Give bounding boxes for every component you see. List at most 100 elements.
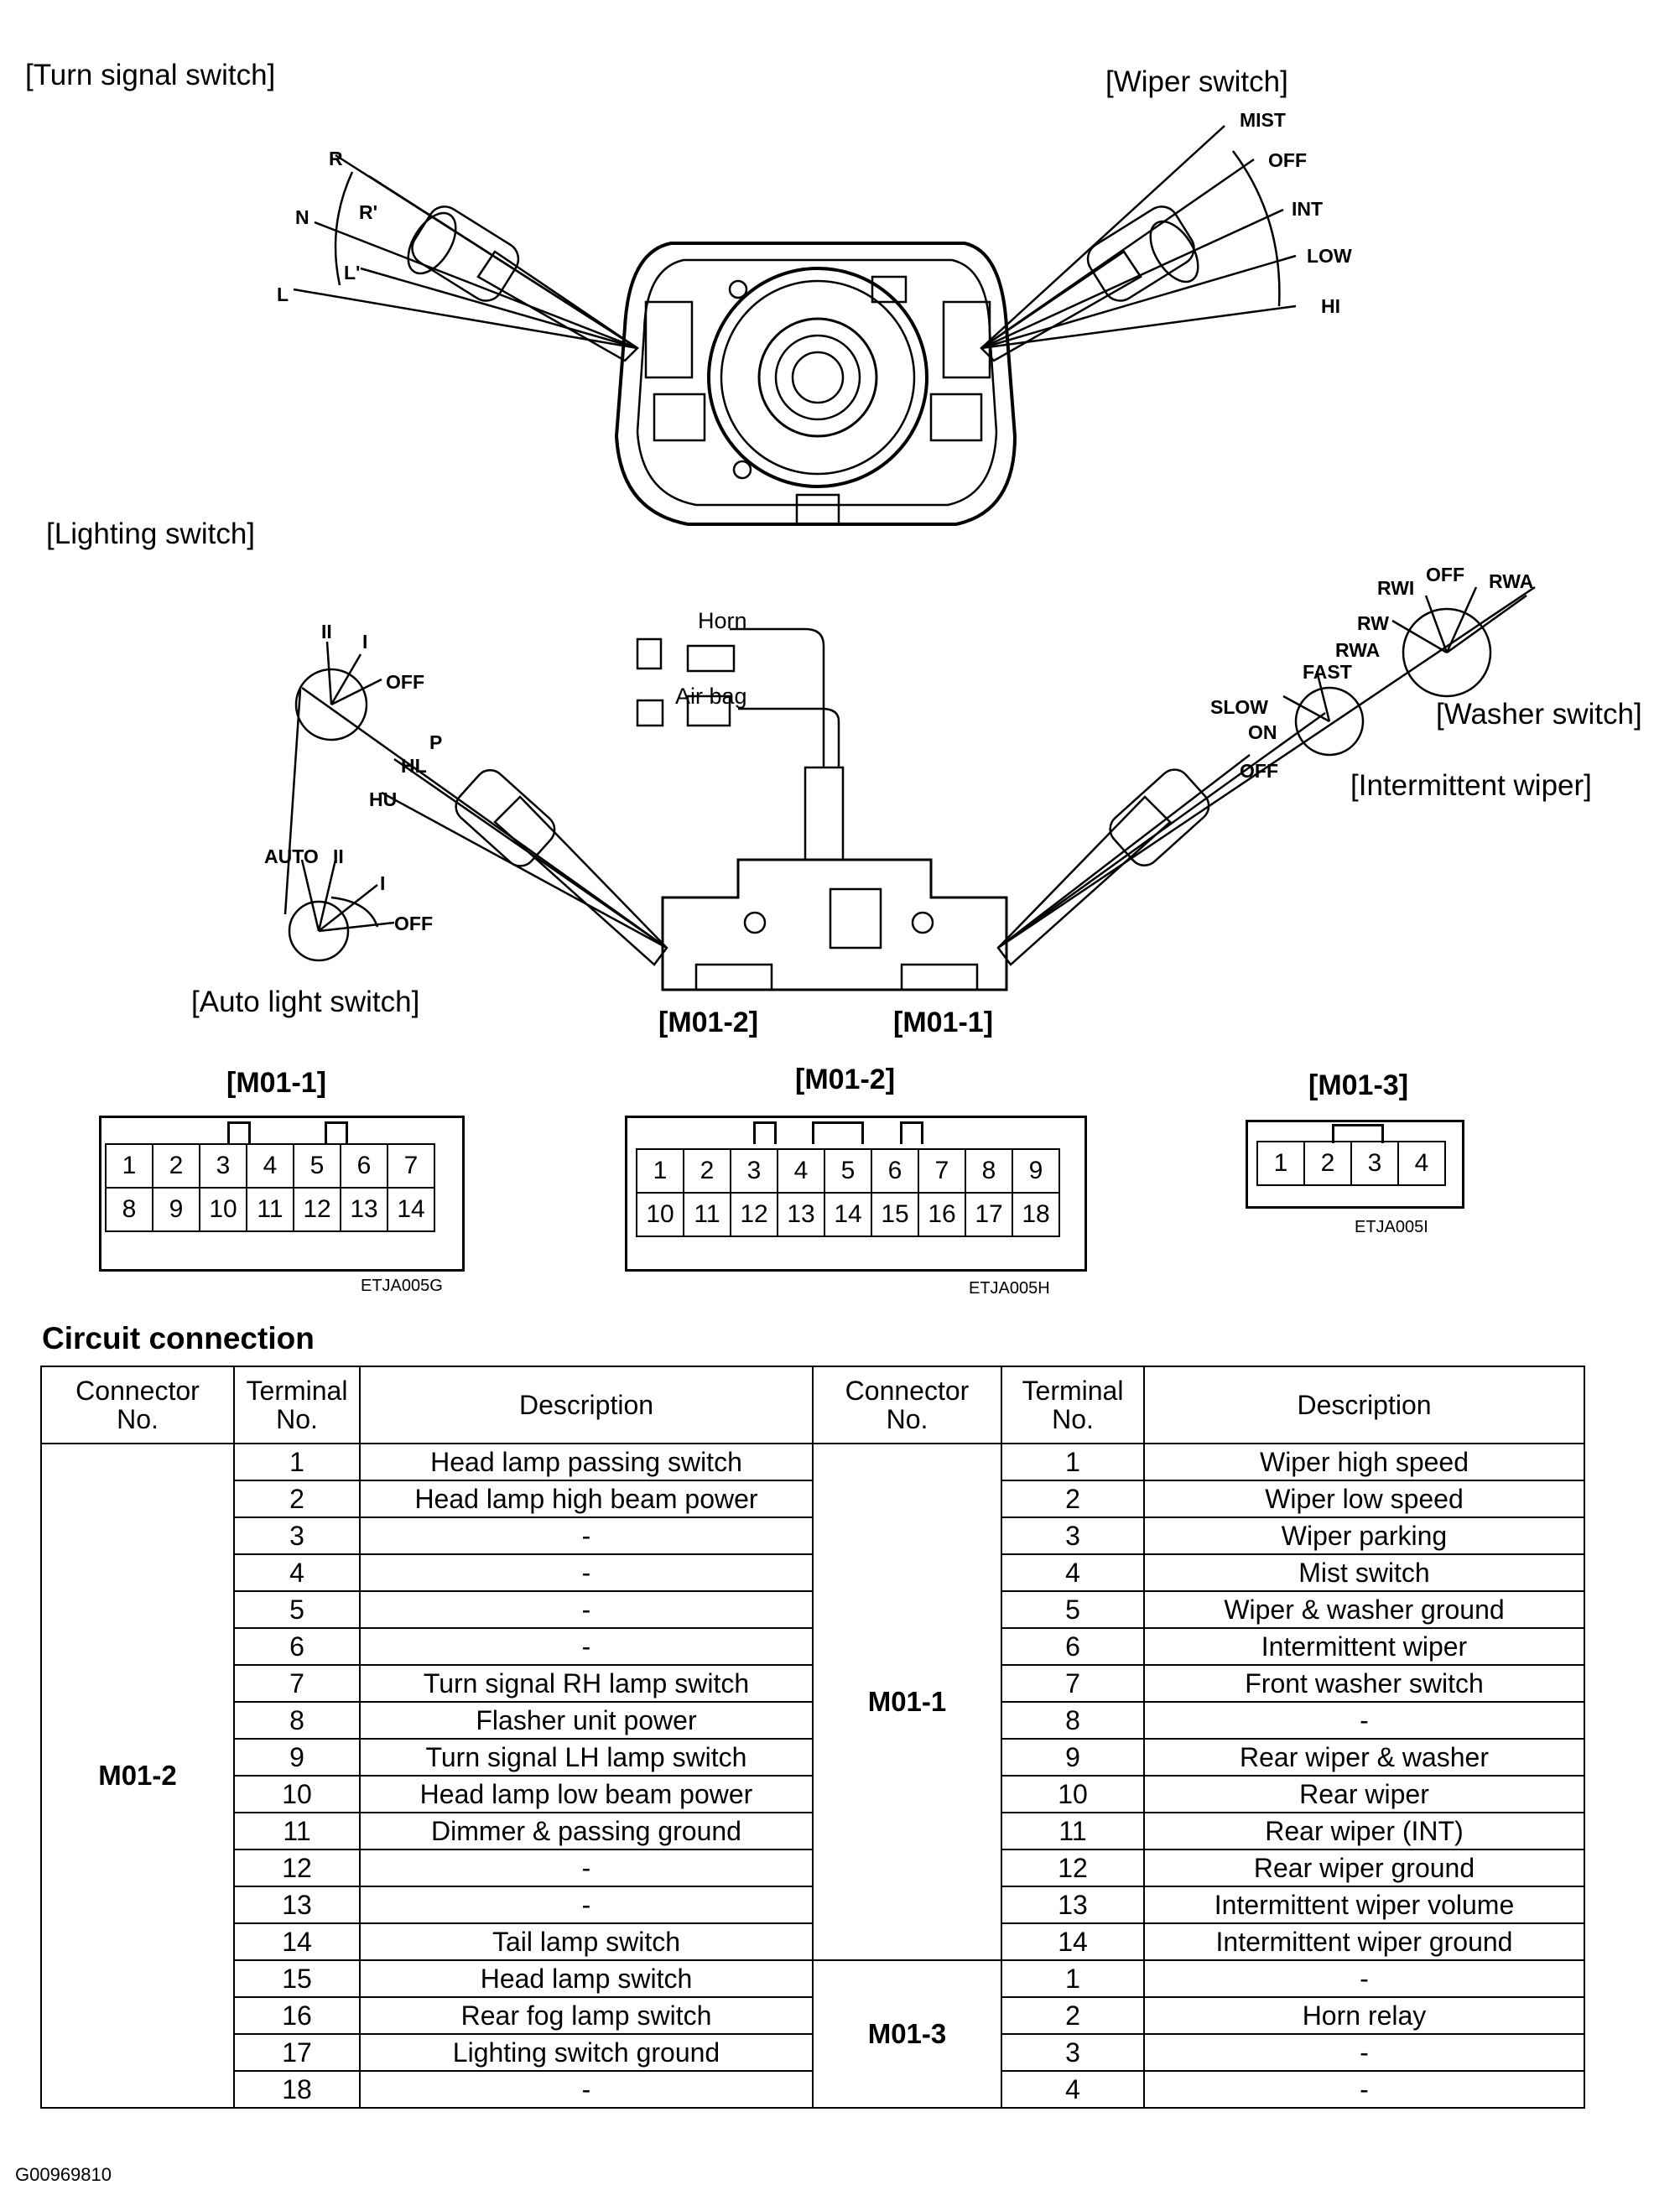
pin: 4 (1397, 1141, 1446, 1186)
description-cell: Head lamp switch (359, 1959, 814, 1998)
wiper-pos-hi: HI (1321, 295, 1340, 317)
footer-code: G00969810 (15, 2164, 112, 2185)
circuit-title: Circuit connection (42, 1321, 315, 1355)
table-row: 12 - 12 Rear wiper ground (41, 1849, 1585, 1887)
pin: 1 (1256, 1141, 1305, 1186)
body-connector-m01-2-label: [M01-2] (658, 1007, 759, 1038)
description-cell: - (359, 1553, 814, 1592)
pin: 14 (824, 1192, 872, 1237)
washer-pos-rwa-top: RWA (1489, 570, 1534, 592)
pin: 1 (636, 1148, 684, 1194)
pin: 3 (199, 1143, 247, 1189)
connector-key (325, 1121, 348, 1144)
terminal-cell: 2 (233, 1480, 361, 1518)
terminal-cell: 6 (233, 1627, 361, 1666)
table-row: 14 Tail lamp switch 14 Intermittent wipe… (41, 1922, 1585, 1961)
connector-m01-3: 1 2 3 4 (1246, 1120, 1464, 1209)
connector-key (227, 1121, 251, 1144)
int-pos-fast: FAST (1303, 661, 1352, 683)
pin: 2 (683, 1148, 731, 1194)
light-pos-ii: II (321, 621, 332, 642)
terminal-cell: 3 (1001, 1516, 1145, 1555)
description-cell: Wiper low speed (1143, 1480, 1585, 1518)
connector-key (753, 1121, 777, 1144)
terminal-cell: 4 (1001, 1553, 1145, 1592)
turn-signal-title: [Turn signal switch] (25, 59, 276, 91)
terminal-cell: 12 (1001, 1849, 1145, 1887)
pin: 9 (1012, 1148, 1060, 1194)
description-cell: Tail lamp switch (359, 1922, 814, 1961)
body-connector-m01-1-label: [M01-1] (893, 1007, 994, 1038)
terminal-cell: 17 (233, 2033, 361, 2072)
pin: 15 (871, 1192, 919, 1237)
table-row: 2 Head lamp high beam power 2 Wiper low … (41, 1480, 1585, 1518)
int-pos-on: ON (1248, 721, 1277, 743)
group-m01-2: M01-2 (40, 1443, 235, 2109)
description-cell: Rear fog lamp switch (359, 1996, 814, 2035)
terminal-cell: 8 (233, 1701, 361, 1740)
terminal-cell: 9 (233, 1738, 361, 1777)
lighting-title: [Lighting switch] (46, 518, 256, 550)
description-cell: Rear wiper (INT) (1143, 1812, 1585, 1850)
description-cell: Intermittent wiper ground (1143, 1922, 1585, 1961)
group-m01-3: M01-3 (812, 1959, 1002, 2109)
turn-pos-n: N (295, 206, 309, 228)
light-pos-p: P (429, 731, 443, 753)
turn-signal-lever (293, 153, 639, 362)
terminal-cell: 7 (1001, 1664, 1145, 1703)
int-pos-slow: SLOW (1210, 696, 1268, 718)
description-cell: Head lamp low beam power (359, 1775, 814, 1813)
description-cell: - (359, 2070, 814, 2109)
connector-m01-2: 1 2 3 4 5 6 7 8 9 10 11 12 13 14 15 16 1… (625, 1116, 1087, 1272)
pin: 5 (824, 1148, 872, 1194)
description-cell: Intermittent wiper volume (1143, 1886, 1585, 1924)
washer-pos-rwa: RWA (1335, 639, 1381, 661)
light-pos-hu: HU (369, 788, 398, 810)
pin: 3 (1350, 1141, 1399, 1186)
terminal-cell: 9 (1001, 1738, 1145, 1777)
table-row: 17 Lighting switch ground 3 - (41, 2033, 1585, 2072)
pin: 1 (105, 1143, 153, 1189)
pin: 11 (246, 1187, 294, 1232)
connector-m01-1: 1 2 3 4 5 6 7 8 9 10 11 12 13 14 (99, 1116, 465, 1272)
terminal-cell: 6 (1001, 1627, 1145, 1666)
description-cell: - (1143, 1959, 1585, 1998)
terminal-cell: 13 (1001, 1886, 1145, 1924)
light-pos-i: I (362, 631, 368, 653)
pin: 10 (636, 1192, 684, 1237)
connector-key (900, 1121, 923, 1144)
connector-m01-2-title: [M01-2] (795, 1064, 896, 1095)
description-cell: Wiper & washer ground (1143, 1590, 1585, 1629)
terminal-cell: 15 (233, 1959, 361, 1998)
description-cell: Front washer switch (1143, 1664, 1585, 1703)
pin: 4 (246, 1143, 294, 1189)
terminal-cell: 14 (1001, 1922, 1145, 1961)
table-row: 4 - 4 Mist switch (41, 1553, 1585, 1592)
table-row: 18 - 4 - (41, 2070, 1585, 2109)
description-cell: Head lamp passing switch (359, 1443, 814, 1481)
washer-pos-off: OFF (1426, 564, 1464, 585)
table-row: 9 Turn signal LH lamp switch 9 Rear wipe… (41, 1738, 1585, 1777)
description-cell: Intermittent wiper (1143, 1627, 1585, 1666)
auto-pos-auto: AUTO (264, 845, 319, 867)
table-row: 11 Dimmer & passing ground 11 Rear wiper… (41, 1812, 1585, 1850)
pin: 10 (199, 1187, 247, 1232)
washer-title: [Washer switch] (1436, 698, 1642, 731)
connector-m01-3-title: [M01-3] (1308, 1069, 1409, 1101)
wiper-title: [Wiper switch] (1105, 65, 1288, 98)
pin: 7 (387, 1143, 435, 1189)
auto-pos-i: I (380, 872, 386, 894)
turn-pos-r-prime: R' (359, 201, 378, 223)
pin: 4 (777, 1148, 825, 1194)
pin: 8 (965, 1148, 1013, 1194)
washer-pos-rw: RW (1357, 612, 1389, 634)
terminal-cell: 18 (233, 2070, 361, 2109)
description-cell: Lighting switch ground (359, 2033, 814, 2072)
pin: 18 (1012, 1192, 1060, 1237)
pin: 17 (965, 1192, 1013, 1237)
pin: 12 (293, 1187, 341, 1232)
description-cell: - (1143, 2070, 1585, 2109)
wiper-lever (980, 125, 1297, 362)
connector-m01-2-pins: 1 2 3 4 5 6 7 8 9 10 11 12 13 14 15 16 1… (636, 1148, 1060, 1237)
description-cell: Dimmer & passing ground (359, 1812, 814, 1850)
